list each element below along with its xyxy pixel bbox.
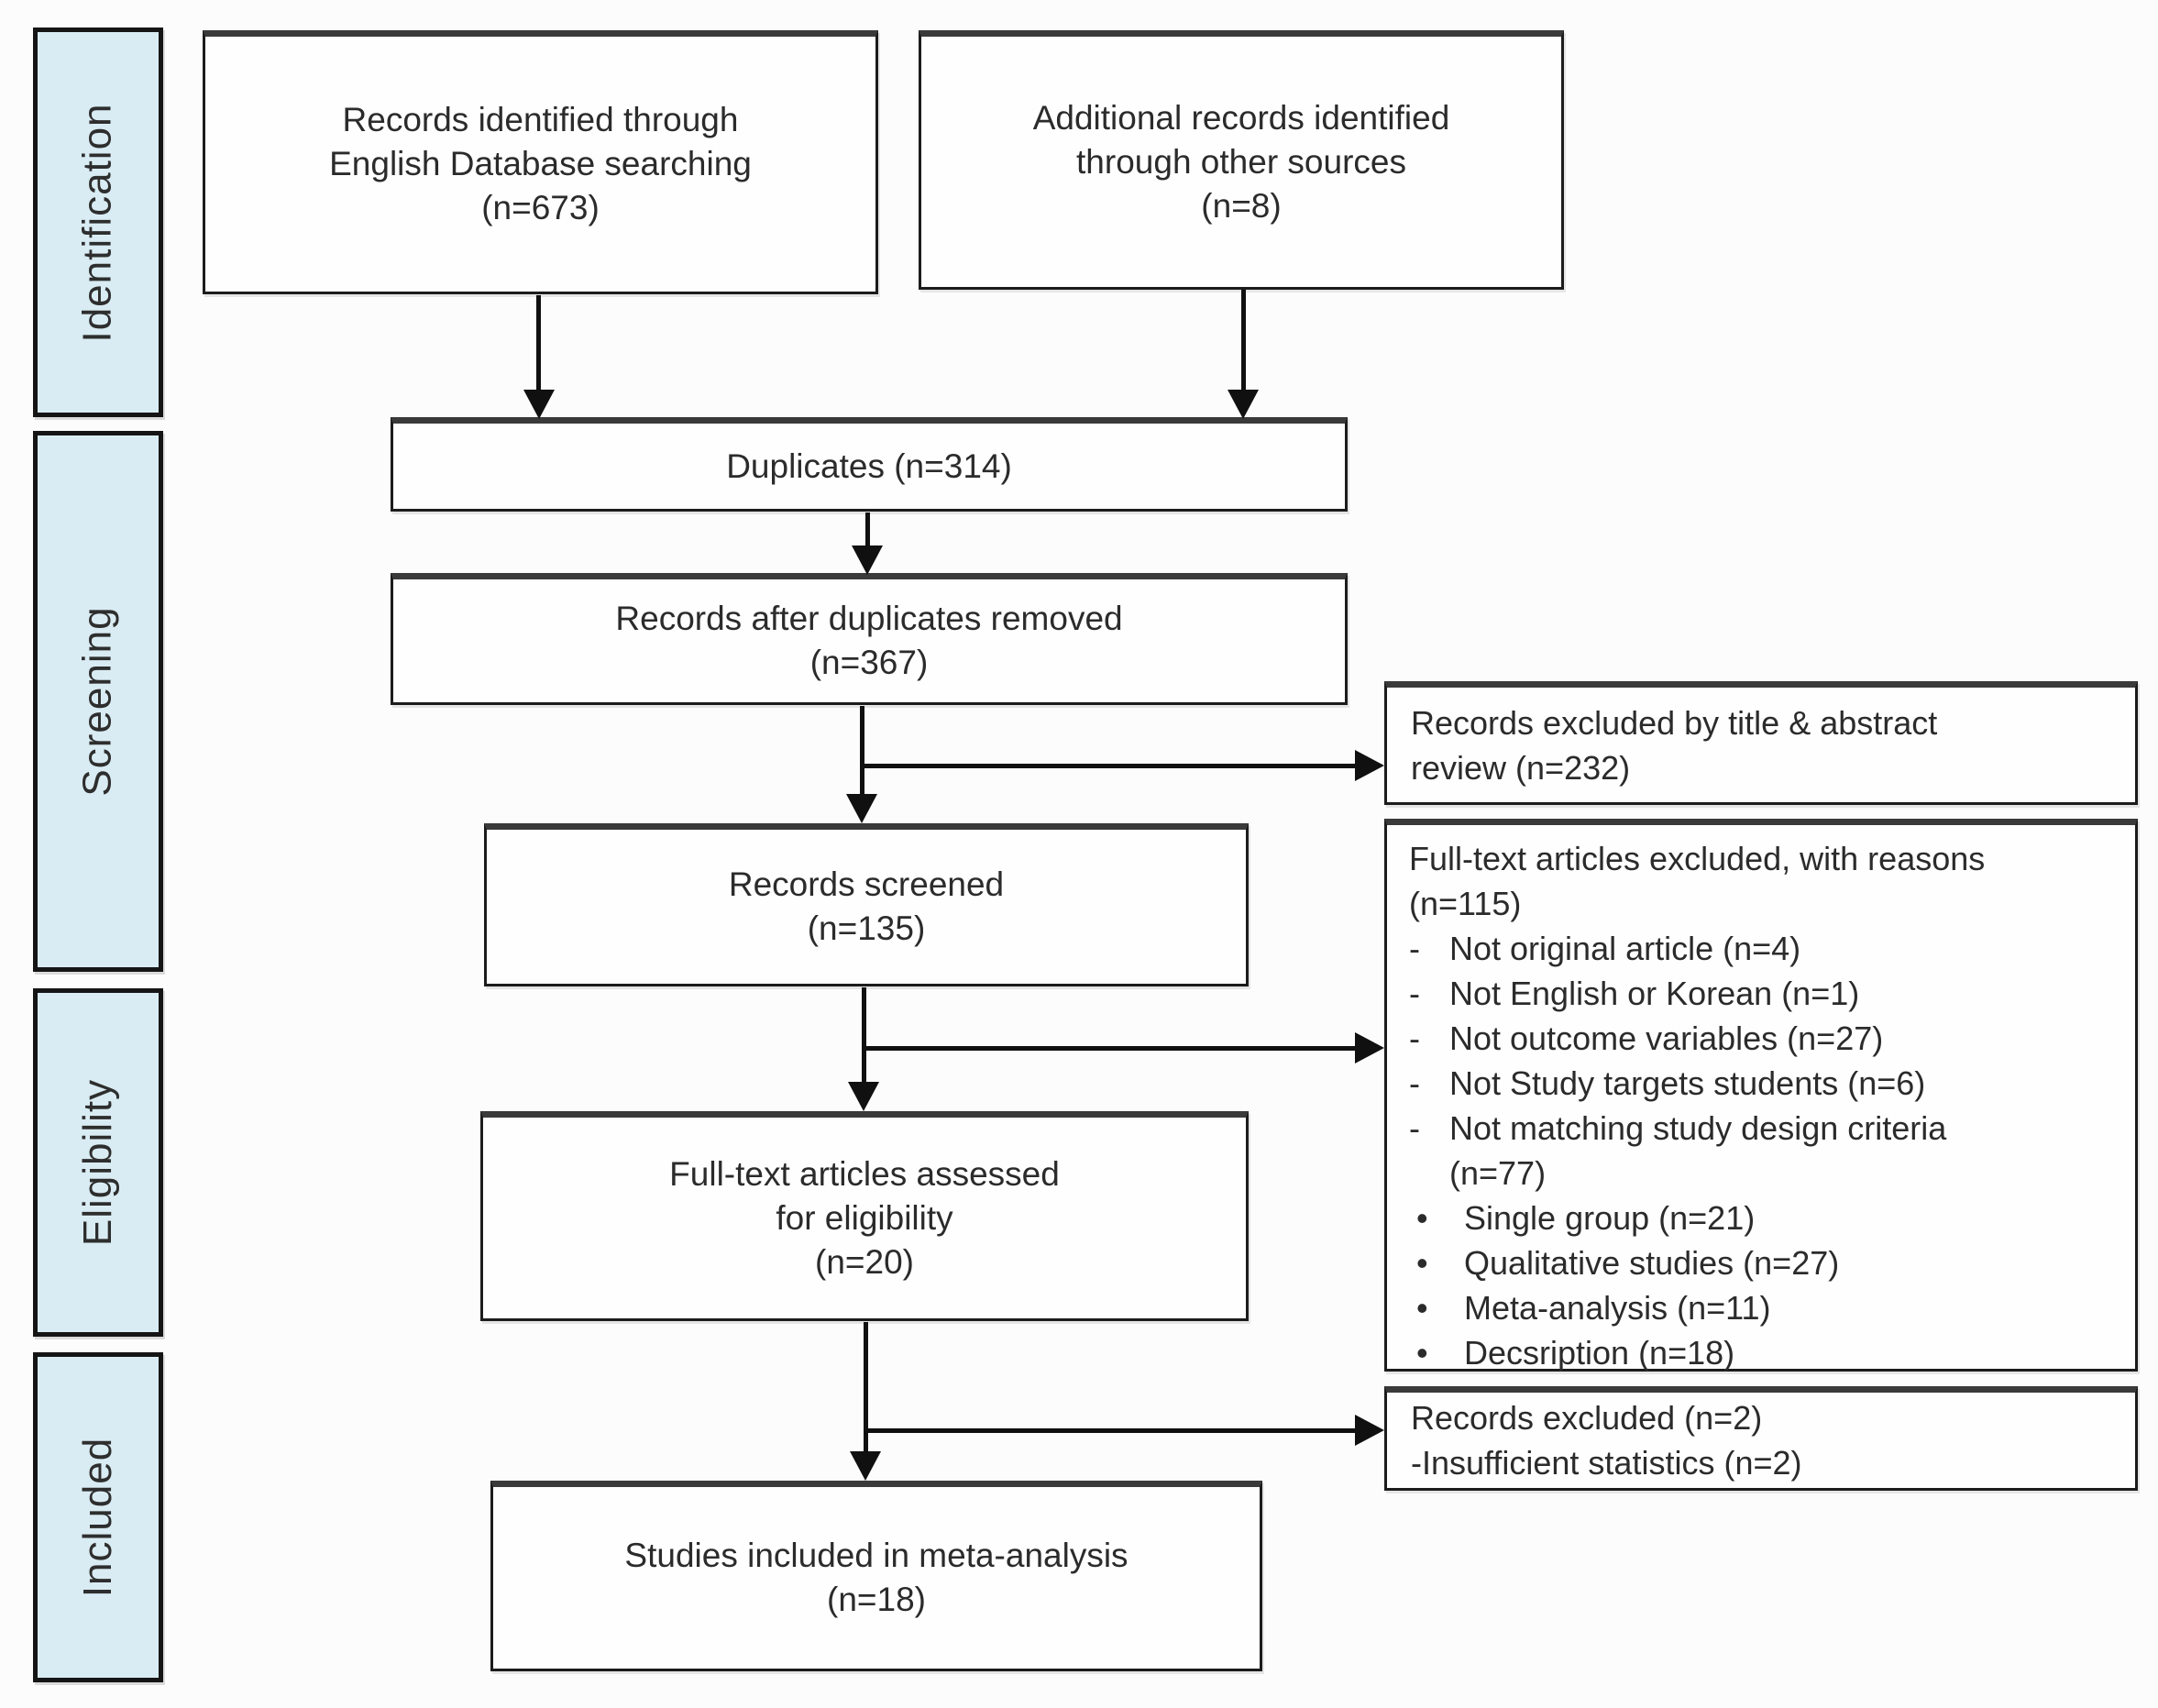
connector-screened-to-assessed xyxy=(862,987,866,1084)
exclusion-reason-subitem: • Decsription (n=18) xyxy=(1409,1330,2119,1375)
box-records-screened: Records screened (n=135) xyxy=(484,823,1249,986)
arrowhead-right-icon xyxy=(1355,1415,1384,1446)
fulltext-excluded-title: Full-text articles excluded, with reason… xyxy=(1409,840,1986,922)
dash-marker: - xyxy=(1409,975,1420,1012)
dash-marker: - xyxy=(1409,1019,1420,1057)
branch-to-records-excluded-final xyxy=(865,1428,1357,1433)
stage-included: Included xyxy=(33,1352,163,1682)
box-excluded-title-abstract: Records excluded by title & abstract rev… xyxy=(1384,681,2138,805)
exclusion-reason-item: - Not outcome variables (n=27) xyxy=(1409,1016,2119,1061)
box-studies-included: Studies included in meta-analysis (n=18) xyxy=(490,1481,1262,1671)
bullet-marker: • xyxy=(1416,1244,1428,1282)
box-after-duplicates-text: Records after duplicates removed (n=367) xyxy=(615,600,1123,681)
arrowhead-down-icon xyxy=(846,794,877,823)
box-records-identified: Records identified through English Datab… xyxy=(203,30,878,294)
exclusion-reason-item: - Not matching study design criteria (n=… xyxy=(1409,1106,2119,1196)
box-records-identified-text: Records identified through English Datab… xyxy=(329,101,752,226)
exclusion-reason-subitem: • Single group (n=21) xyxy=(1409,1196,2119,1240)
exclusion-reason-item: - Not original article (n=4) xyxy=(1409,926,2119,971)
stage-eligibility-label: Eligibility xyxy=(75,1078,121,1247)
exclusion-reason-subitem: • Qualitative studies (n=27) xyxy=(1409,1240,2119,1285)
exclusion-reason-item: - Not Study targets students (n=6) xyxy=(1409,1061,2119,1106)
arrowhead-down-icon xyxy=(848,1082,879,1111)
exclusion-reason-item: - Not English or Korean (n=1) xyxy=(1409,971,2119,1016)
arrowhead-down-icon xyxy=(523,390,555,419)
arrowhead-right-icon xyxy=(1355,1032,1384,1063)
branch-to-excluded-title-abstract xyxy=(862,764,1357,768)
stage-identification-label: Identification xyxy=(75,102,120,343)
box-additional-records: Additional records identified through ot… xyxy=(919,30,1564,290)
arrowhead-down-icon xyxy=(1228,390,1259,419)
box-records-excluded-final-text: Records excluded (n=2) -Insufficient sta… xyxy=(1411,1399,1802,1482)
box-duplicates: Duplicates (n=314) xyxy=(391,417,1348,512)
box-fulltext-excluded-content: Full-text articles excluded, with reason… xyxy=(1387,825,2135,1372)
box-additional-records-text: Additional records identified through ot… xyxy=(1032,98,1450,225)
arrowhead-down-icon xyxy=(850,1451,881,1481)
connector-assessed-to-included xyxy=(864,1322,868,1453)
exclusion-reason-subitem: • Meta-analysis (n=11) xyxy=(1409,1285,2119,1330)
stage-screening: Screening xyxy=(33,431,163,972)
connector-additional-to-duplicates xyxy=(1241,290,1246,391)
stage-identification: Identification xyxy=(33,28,163,417)
arrowhead-down-icon xyxy=(852,545,883,575)
dash-marker: - xyxy=(1409,1109,1420,1147)
dash-marker: - xyxy=(1409,930,1420,967)
connector-duplicates-to-afterduplicates xyxy=(865,512,870,547)
box-duplicates-text: Duplicates (n=314) xyxy=(726,446,1012,485)
box-fulltext-excluded: Full-text articles excluded, with reason… xyxy=(1384,819,2138,1372)
box-fulltext-assessed-text: Full-text articles assessed for eligibil… xyxy=(669,1154,1060,1281)
bullet-marker: • xyxy=(1416,1289,1428,1327)
stage-included-label: Included xyxy=(75,1437,121,1598)
box-records-screened-text: Records screened (n=135) xyxy=(728,865,1005,947)
connector-identified-to-duplicates xyxy=(536,295,541,391)
dash-marker: - xyxy=(1409,1064,1420,1102)
branch-to-fulltext-excluded xyxy=(864,1046,1357,1051)
box-after-duplicates: Records after duplicates removed (n=367) xyxy=(391,573,1348,705)
stage-eligibility: Eligibility xyxy=(33,988,163,1337)
bullet-marker: • xyxy=(1416,1199,1428,1237)
connector-afterduplicates-to-screened xyxy=(860,706,864,796)
box-records-excluded-final: Records excluded (n=2) -Insufficient sta… xyxy=(1384,1386,2138,1491)
stage-screening-label: Screening xyxy=(75,606,121,797)
box-fulltext-assessed: Full-text articles assessed for eligibil… xyxy=(480,1111,1249,1321)
box-studies-included-text: Studies included in meta-analysis (n=18) xyxy=(624,1537,1129,1618)
box-excluded-title-abstract-text: Records excluded by title & abstract rev… xyxy=(1411,703,1938,787)
bullet-marker: • xyxy=(1416,1334,1428,1372)
arrowhead-right-icon xyxy=(1355,750,1384,781)
